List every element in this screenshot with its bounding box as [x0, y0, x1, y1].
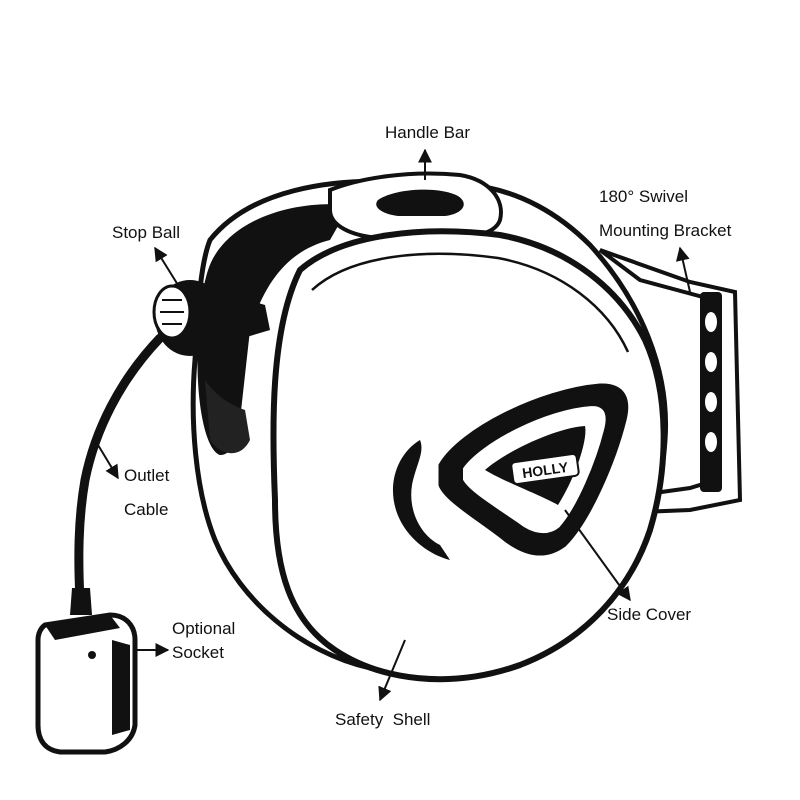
- side-cover-arrow: [564, 509, 631, 602]
- optional-socket: [35, 612, 138, 755]
- label-outlet-line2: Cable: [124, 500, 169, 519]
- label-safety-shell: Safety Shell: [335, 710, 431, 729]
- holly-logo-text: HOLLY: [521, 459, 570, 481]
- side-cover: HOLLY: [438, 383, 629, 556]
- label-handle-bar: Handle Bar: [385, 123, 471, 142]
- label-optional-line1: Optional: [172, 619, 236, 638]
- callout-arrows: [94, 148, 691, 702]
- label-optional-line2: Socket: [172, 643, 224, 662]
- stop-ball: [152, 280, 270, 356]
- safety-shell-arrow: [378, 639, 406, 702]
- outlet-cable-arrow: [94, 439, 119, 480]
- outlet-cable: [70, 333, 165, 615]
- label-stop-ball: Stop Ball: [112, 223, 181, 242]
- label-swivel-line2: Mounting Bracket: [599, 221, 732, 240]
- label-outlet-line1: Outlet: [124, 466, 170, 485]
- stop-ball-arrow: [154, 246, 179, 286]
- label-side-cover: Side Cover: [607, 605, 692, 624]
- label-swivel-line1: 180° Swivel: [599, 187, 689, 206]
- handle-bar: [328, 171, 503, 240]
- swivel-bracket-arrow: [675, 246, 691, 293]
